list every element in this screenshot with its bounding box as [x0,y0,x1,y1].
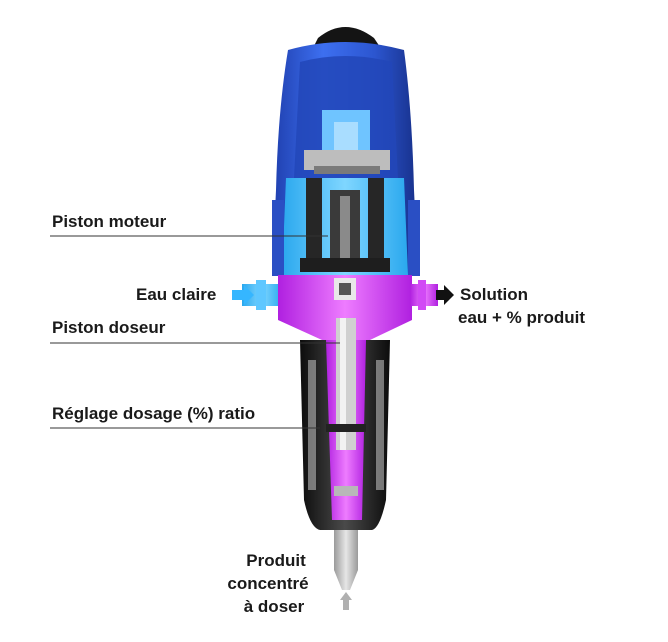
label-solution-detail: eau + % produit [458,308,585,328]
housing-left-edge [272,200,284,276]
label-solution: Solution [460,285,528,305]
motor-piston-base [300,258,390,272]
label-concentre: concentré [220,574,316,594]
motor-piston-right [368,178,384,270]
inlet-fitting-ring [256,280,266,310]
label-reglage-dosage: Réglage dosage (%) ratio [52,404,255,424]
arrow-up-icon [340,592,352,610]
rib-right [376,360,384,490]
outlet-fitting-ring [418,280,426,310]
housing-right-edge [408,200,420,276]
valve-block-inner [339,283,351,295]
dosing-ring [326,424,366,432]
dosing-valve [334,486,358,496]
rib-left [308,360,316,490]
label-piston-doseur: Piston doseur [52,318,165,338]
label-piston-moteur: Piston moteur [52,212,166,232]
suction-tip [334,530,358,590]
label-a-doser: à doser [232,597,316,617]
label-produit: Produit [236,551,316,571]
arrow-right-icon [436,285,454,305]
motor-piston-rod [340,196,350,266]
label-eau-claire: Eau claire [136,285,216,305]
upper-cyan-chamber-inner [334,122,358,152]
grey-bridge-shadow [314,166,380,174]
motor-piston-left [306,178,322,270]
